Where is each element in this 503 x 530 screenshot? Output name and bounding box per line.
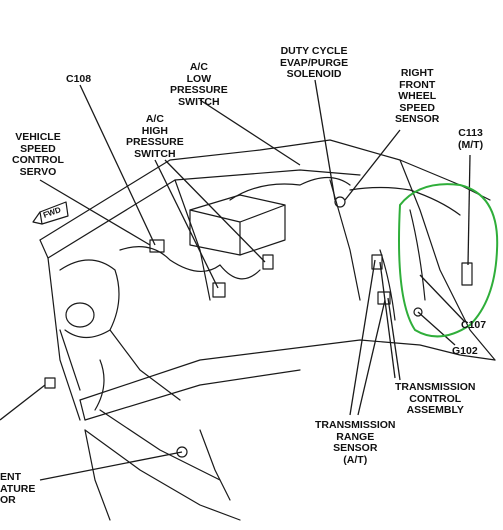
label-trans-control: TRANSMISSION CONTROL ASSEMBLY [395, 381, 476, 416]
label-g102: G102 [452, 345, 478, 357]
label-right-front-wheel: RIGHT FRONT WHEEL SPEED SENSOR [395, 67, 440, 125]
label-trans-range: TRANSMISSION RANGE SENSOR (A/T) [315, 419, 396, 466]
label-vehicle-speed: VEHICLE SPEED CONTROL SERVO [12, 131, 64, 178]
label-ac-high: A/C HIGH PRESSURE SWITCH [126, 113, 184, 160]
label-duty-cycle: DUTY CYCLE EVAP/PURGE SOLENOID [280, 45, 349, 80]
label-c108: C108 [66, 73, 92, 85]
label-c107: C107 [461, 319, 487, 331]
highlight-circle [398, 183, 499, 338]
label-ac-low: A/C LOW PRESSURE SWITCH [170, 61, 228, 108]
label-ambient-partial: ENT ATURE OR [0, 471, 36, 506]
label-c113: C113 (M/T) [458, 127, 484, 151]
